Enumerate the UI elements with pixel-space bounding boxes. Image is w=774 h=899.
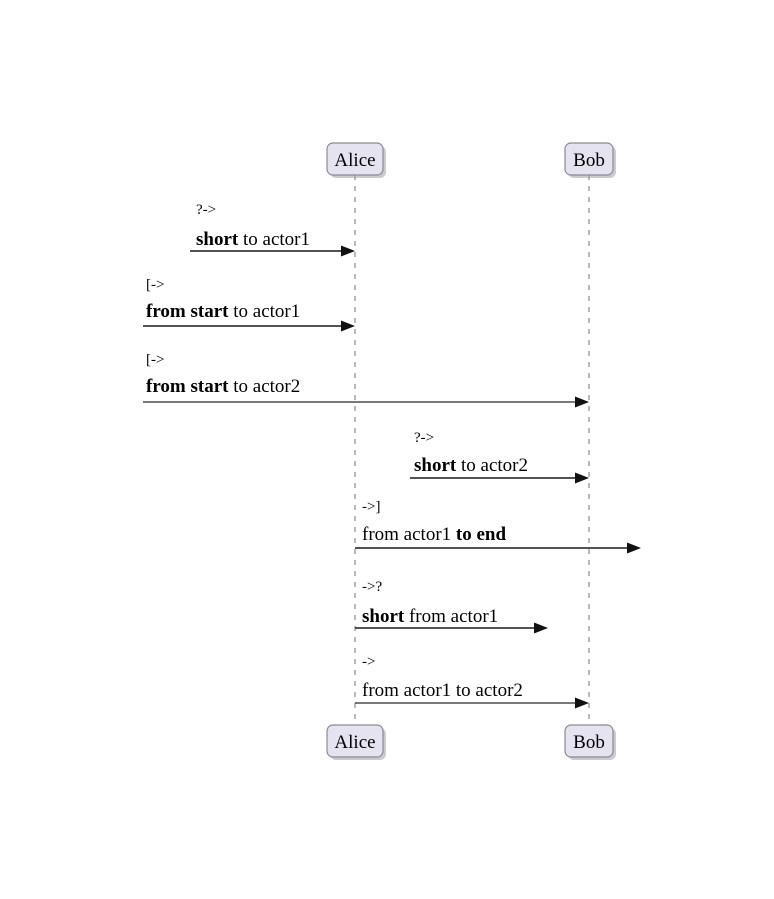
message-text-bold: from start [146, 301, 229, 322]
actor-box-rect [564, 142, 614, 176]
actor-label: Alice [334, 150, 375, 171]
message-kind-label: ?-> [414, 430, 434, 446]
message-arrowhead [341, 320, 355, 332]
message-arrowhead [627, 542, 641, 554]
message-text-bold: short [414, 455, 457, 476]
message-4[interactable]: ?-> short to actor2 [410, 430, 589, 484]
message-text-plain: from actor1 [404, 606, 498, 627]
actor-box-actor1-top[interactable]: Alice [326, 142, 386, 178]
message-6[interactable]: ->? short from actor1 [355, 579, 548, 634]
message-text-plain: from actor1 to actor2 [362, 680, 523, 701]
message-arrowhead [575, 472, 589, 484]
actor-box-actor1-bottom[interactable]: Alice [326, 724, 386, 760]
message-1[interactable]: ?-> short to actor1 [190, 202, 355, 257]
message-text: from start to actor2 [146, 376, 300, 397]
message-kind-label: -> [362, 654, 375, 670]
message-text-bold: short [196, 229, 239, 250]
message-arrowhead [575, 396, 589, 408]
message-text-plain: to actor1 [228, 301, 300, 322]
actor-label: Bob [573, 732, 605, 753]
message-text-bold: to end [456, 524, 507, 545]
message-text-plain: to actor2 [228, 376, 300, 397]
message-text: short to actor2 [414, 455, 528, 476]
actor-box-rect [564, 724, 614, 758]
actor-label: Bob [573, 150, 605, 171]
message-7[interactable]: -> from actor1 to actor2 [355, 654, 589, 709]
actor-box-actor2-bottom[interactable]: Bob [564, 724, 616, 760]
actor-box-actor2-top[interactable]: Bob [564, 142, 616, 178]
actor-box-rect [326, 724, 384, 758]
message-kind-label: ->] [362, 499, 380, 515]
message-text-plain: from actor1 [362, 524, 456, 545]
messages-layer: ?-> short to actor1 [-> from start to actor… [143, 202, 641, 709]
message-text-bold: short [362, 606, 405, 627]
actor-box-rect [326, 142, 384, 176]
message-arrowhead [575, 697, 589, 709]
message-text-bold: from start [146, 376, 229, 397]
message-kind-label: ->? [362, 579, 382, 595]
message-3[interactable]: [-> from start to actor2 [143, 352, 589, 408]
message-text: from start to actor1 [146, 301, 300, 322]
message-text-plain: to actor2 [456, 455, 528, 476]
message-5[interactable]: ->] from actor1 to end [355, 499, 641, 554]
message-kind-label: ?-> [196, 202, 216, 218]
message-kind-label: [-> [146, 277, 164, 293]
message-arrowhead [341, 245, 355, 257]
message-text: from actor1 to end [362, 524, 506, 545]
lifelines-layer [354, 175, 590, 725]
message-arrowhead [534, 622, 548, 634]
message-text: from actor1 to actor2 [362, 680, 523, 701]
message-kind-label: [-> [146, 352, 164, 368]
actor-label: Alice [334, 732, 375, 753]
message-text-plain: to actor1 [238, 229, 310, 250]
message-text: short to actor1 [196, 229, 310, 250]
message-2[interactable]: [-> from start to actor1 [143, 277, 355, 332]
message-text: short from actor1 [362, 606, 498, 627]
